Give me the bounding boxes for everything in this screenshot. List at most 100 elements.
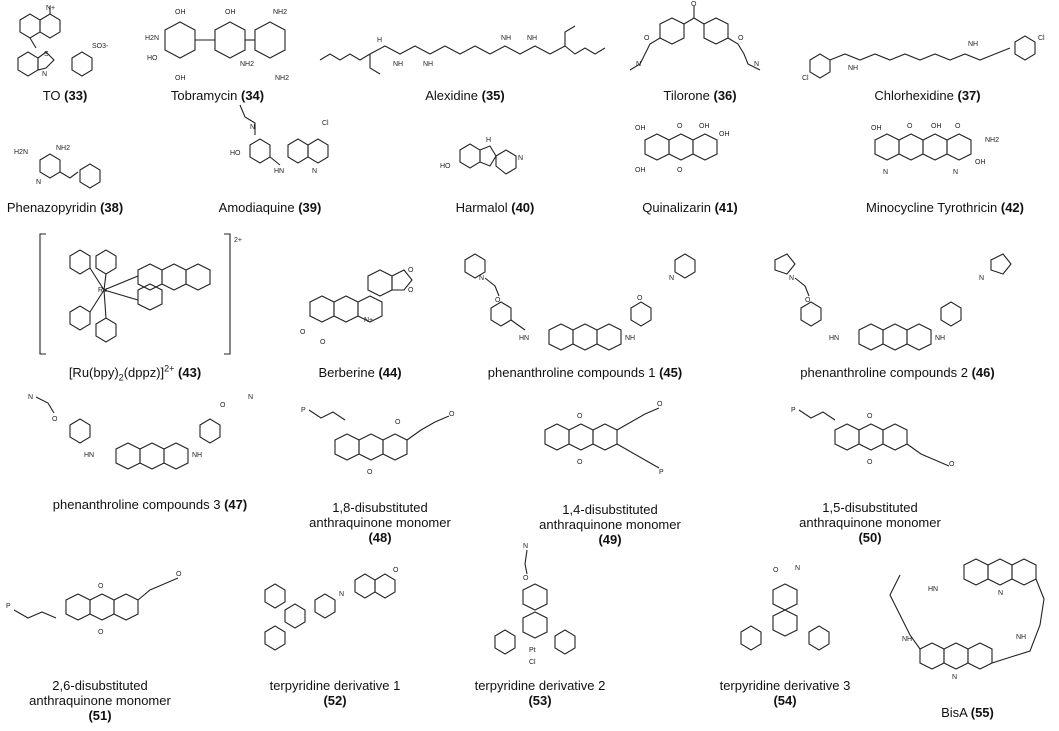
compound-51-panel: P O O O 2,6-disubstituted anthraquinone … <box>0 560 200 725</box>
compound-46-structure: N O HN NH N <box>774 253 1012 351</box>
svg-text:2+: 2+ <box>234 237 242 244</box>
svg-text:N: N <box>28 394 33 401</box>
compound-53-panel: N O Pt Cl terpyridine derivative 2 (53) <box>465 540 615 720</box>
compound-38-structure: H2N NH2 N <box>14 145 101 189</box>
svg-text:P: P <box>6 603 11 610</box>
svg-text:Pt: Pt <box>529 647 536 654</box>
compound-55-panel: N N NH HN NH BisA (55) <box>880 555 1055 725</box>
compound-40-panel: HO H N Harmalol (40) <box>430 120 560 220</box>
svg-text:H: H <box>486 137 491 144</box>
svg-text:O: O <box>677 167 683 174</box>
compound-50-panel: P O O O 1,5-disubstituted anthraquinone … <box>775 400 965 550</box>
svg-text:NH2: NH2 <box>56 145 70 152</box>
svg-text:N: N <box>979 275 984 282</box>
svg-text:NH: NH <box>848 65 858 72</box>
svg-text:SO3-: SO3- <box>92 43 109 50</box>
compound-54-panel: O N terpyridine derivative 3 (54) <box>715 560 855 720</box>
compound-49-panel: O O O P 1,4-disubstituted anthraquinone … <box>525 390 695 550</box>
compound-34-panel: OH H2N HO OH NH2 NH2 NH2 OH Tobramycin (… <box>135 0 300 110</box>
compound-37-structure: Cl Cl NH NH <box>802 35 1045 82</box>
compound-49-structure: O O O P <box>544 401 664 476</box>
svg-text:NH: NH <box>527 35 537 42</box>
svg-text:O: O <box>300 329 306 336</box>
svg-text:NH: NH <box>393 61 403 68</box>
compound-39-structure: N HO HN Cl N <box>230 104 329 175</box>
svg-text:N: N <box>36 179 41 186</box>
compound-33-caption: TO (33) <box>42 88 88 103</box>
compound-33-structure: N+ S N SO3- <box>17 5 109 78</box>
compound-43-caption: [Ru(bpy)2(dppz)]2+ (43) <box>68 363 202 383</box>
compound-54-caption: terpyridine derivative 3 (54) <box>719 678 851 708</box>
compound-49-caption: 1,4-disubstituted anthraquinone monomer … <box>539 502 681 547</box>
svg-text:O: O <box>644 35 650 42</box>
svg-text:O: O <box>408 287 414 294</box>
svg-text:P: P <box>659 469 664 476</box>
compound-37-panel: Cl Cl NH NH Chlorhexidine (37) <box>800 0 1055 110</box>
compound-42-caption: Minocycline Tyrothricin (42) <box>865 200 1024 215</box>
svg-text:NH: NH <box>935 335 945 342</box>
compound-39-caption: Amodiaquine (39) <box>218 200 322 215</box>
svg-text:N+: N+ <box>364 317 373 324</box>
compound-45-panel: N O HN NH O N phenanthroline compounds 1… <box>455 250 715 385</box>
svg-text:O: O <box>408 267 414 274</box>
compound-47-panel: N O HN NH O N phenanthroline compounds 3… <box>20 385 280 515</box>
compound-50-caption: 1,5-disubstituted anthraquinone monomer … <box>799 500 941 545</box>
compound-34-caption: Tobramycin (34) <box>170 88 265 103</box>
svg-text:OH: OH <box>635 125 646 132</box>
compound-44-structure: N+ O O O O <box>300 267 414 346</box>
svg-text:N: N <box>754 61 759 68</box>
compound-46-caption: phenanthroline compounds 2 (46) <box>800 365 995 380</box>
compound-44-panel: N+ O O O O Berberine (44) <box>280 260 440 385</box>
svg-text:O: O <box>657 401 663 408</box>
svg-text:NH: NH <box>423 61 433 68</box>
svg-text:Cl: Cl <box>529 659 536 666</box>
svg-text:Ru: Ru <box>98 287 107 294</box>
compound-45-structure: N O HN NH O N <box>464 253 696 351</box>
svg-text:HO: HO <box>147 55 158 62</box>
svg-text:O: O <box>867 413 873 420</box>
svg-text:O: O <box>176 571 182 578</box>
compound-44-caption: Berberine (44) <box>318 365 402 380</box>
compound-52-structure: N O <box>264 567 399 651</box>
svg-text:HO: HO <box>230 150 241 157</box>
svg-text:OH: OH <box>871 125 882 132</box>
compound-42-structure: OH O OH O NH2 OH N N <box>871 123 999 176</box>
compound-53-structure: N O Pt Cl <box>494 543 576 666</box>
compound-37-caption: Chlorhexidine (37) <box>874 88 981 103</box>
svg-text:Cl: Cl <box>1038 35 1045 42</box>
compound-54-structure: O N <box>740 565 830 651</box>
svg-text:HN: HN <box>519 335 529 342</box>
svg-text:N: N <box>998 590 1003 597</box>
compound-46-panel: N O HN NH N phenanthroline compounds 2 (… <box>765 250 1030 385</box>
compound-48-panel: P O O O 1,8-disubstituted anthraquinone … <box>285 400 475 550</box>
compound-48-caption: 1,8-disubstituted anthraquinone monomer … <box>309 500 451 545</box>
compound-36-structure: O O O N N <box>629 1 761 71</box>
svg-text:NH2: NH2 <box>240 61 254 68</box>
svg-text:HN: HN <box>274 168 284 175</box>
svg-text:NH2: NH2 <box>275 75 289 82</box>
compound-34-structure: OH H2N HO OH NH2 NH2 NH2 OH <box>145 9 289 82</box>
compound-43-panel: 2+ Ru [Ru(bpy)2(dppz)]2+ (43) <box>39 230 270 385</box>
svg-text:N+: N+ <box>46 5 55 12</box>
svg-text:OH: OH <box>175 9 186 16</box>
svg-text:N: N <box>312 168 317 175</box>
svg-text:N: N <box>669 275 674 282</box>
svg-text:O: O <box>395 419 401 426</box>
svg-text:O: O <box>867 459 873 466</box>
svg-text:OH: OH <box>975 159 986 166</box>
svg-text:NH: NH <box>192 452 202 459</box>
svg-text:H: H <box>377 37 382 44</box>
svg-text:Cl: Cl <box>802 75 809 82</box>
compound-35-caption: Alexidine (35) <box>425 88 505 103</box>
svg-text:OH: OH <box>699 123 710 130</box>
compound-55-structure: N N NH HN NH <box>889 558 1045 681</box>
compound-35-panel: H NH NH NH NH Alexidine (35) <box>315 0 615 110</box>
svg-text:N: N <box>883 169 888 176</box>
compound-47-structure: N O HN NH O N <box>28 394 253 470</box>
svg-text:Cl: Cl <box>322 120 329 127</box>
svg-text:P: P <box>791 407 796 414</box>
svg-text:O: O <box>98 583 104 590</box>
compound-41-panel: OH O OH OH O OH Quinalizarin (41) <box>615 110 765 220</box>
svg-text:N: N <box>789 275 794 282</box>
compound-45-caption: phenanthroline compounds 1 (45) <box>487 365 683 380</box>
